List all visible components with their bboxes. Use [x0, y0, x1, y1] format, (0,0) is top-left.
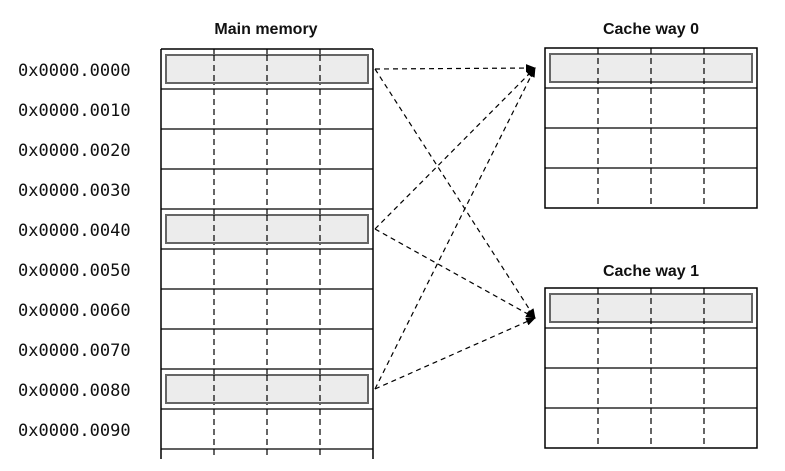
- address-labels: 0x0000.0000 0x0000.0010 0x0000.0020 0x00…: [18, 61, 131, 441]
- main-memory-title: Main memory: [214, 21, 317, 38]
- address-label: 0x0000.0020: [18, 141, 131, 161]
- address-label: 0x0000.0060: [18, 301, 131, 321]
- mapping-arrow: [374, 67, 536, 230]
- mapping-arrows: [374, 64, 536, 390]
- address-label: 0x0000.0010: [18, 101, 131, 121]
- mapping-arrow: [374, 228, 536, 319]
- address-label: 0x0000.0000: [18, 61, 131, 81]
- mapping-arrow: [374, 67, 536, 390]
- cache-way-1-grid: [544, 287, 758, 449]
- address-label: 0x0000.0080: [18, 381, 131, 401]
- cache-way-1-title: Cache way 1: [603, 263, 699, 280]
- cache-way-0-title: Cache way 0: [603, 21, 699, 38]
- main-memory-grid: [160, 48, 374, 459]
- cache-way-0-grid: [544, 47, 758, 209]
- address-label: 0x0000.0030: [18, 181, 131, 201]
- address-label: 0x0000.0090: [18, 421, 131, 441]
- mapping-arrow: [374, 64, 536, 73]
- address-label: 0x0000.0070: [18, 341, 131, 361]
- mapping-arrow: [374, 68, 536, 319]
- address-label: 0x0000.0050: [18, 261, 131, 281]
- mapping-arrow: [374, 317, 536, 390]
- address-label: 0x0000.0040: [18, 221, 131, 241]
